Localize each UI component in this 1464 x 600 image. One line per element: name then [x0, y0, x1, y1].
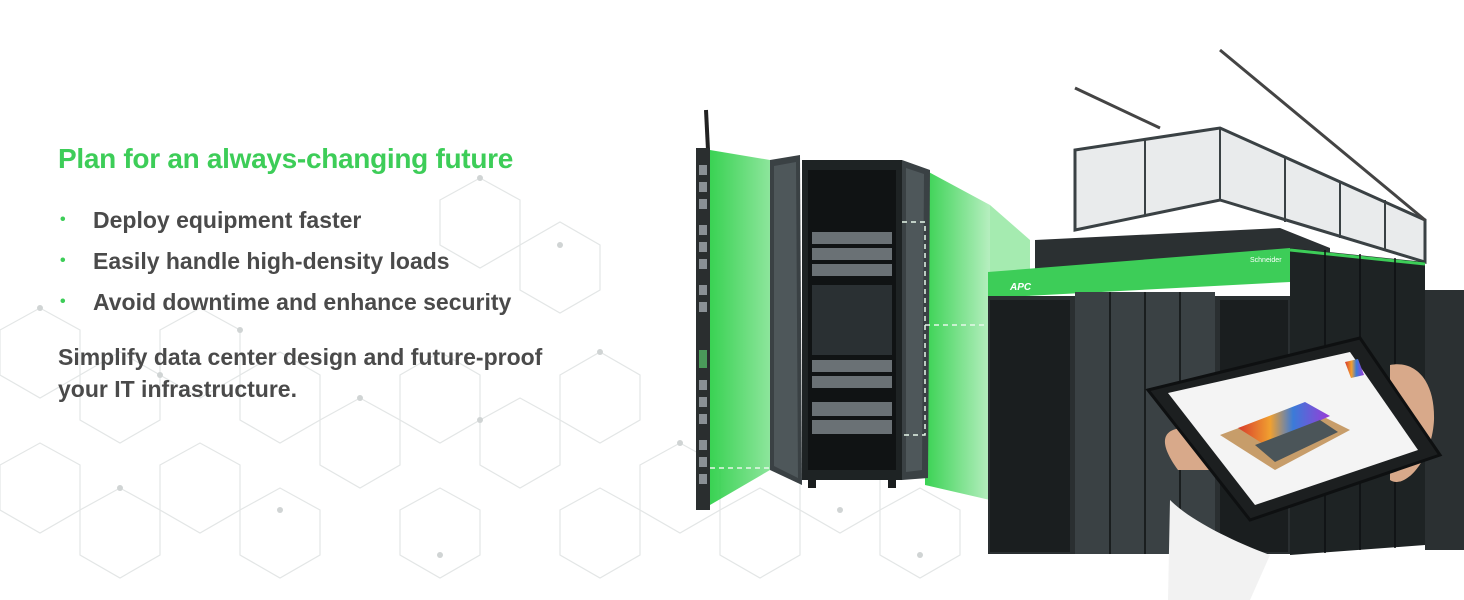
feature-list: • Deploy equipment faster • Easily handle … — [58, 208, 658, 331]
tablet-device — [1145, 336, 1443, 600]
svg-text:Schneider: Schneider — [1250, 257, 1282, 264]
product-illustration: APC Schneider — [696, 48, 1464, 600]
feature-item: • Deploy equipment faster — [58, 208, 658, 249]
bullet-dot-icon: • — [60, 252, 66, 269]
pdu-strip — [696, 109, 710, 510]
bullet-dot-icon: • — [60, 211, 66, 228]
green-projection-beam — [925, 170, 990, 500]
svg-text:APC: APC — [1009, 282, 1032, 293]
feature-item: • Easily handle high-density loads — [58, 249, 658, 290]
feature-text: Deploy equipment faster — [93, 207, 362, 233]
bullet-dot-icon: • — [60, 293, 66, 310]
summary-text: Simplify data center design and future-p… — [58, 344, 543, 402]
feature-item: • Avoid downtime and enhance security — [58, 290, 658, 331]
marketing-copy: Plan for an always-changing future • Depl… — [58, 143, 658, 405]
green-projection-beam — [710, 150, 770, 505]
pod-green-header — [988, 248, 1290, 298]
headline: Plan for an always-changing future — [58, 143, 513, 174]
feature-text: Easily handle high-density loads — [93, 248, 450, 274]
server-rack — [770, 155, 930, 488]
feature-text: Avoid downtime and enhance security — [93, 289, 512, 315]
